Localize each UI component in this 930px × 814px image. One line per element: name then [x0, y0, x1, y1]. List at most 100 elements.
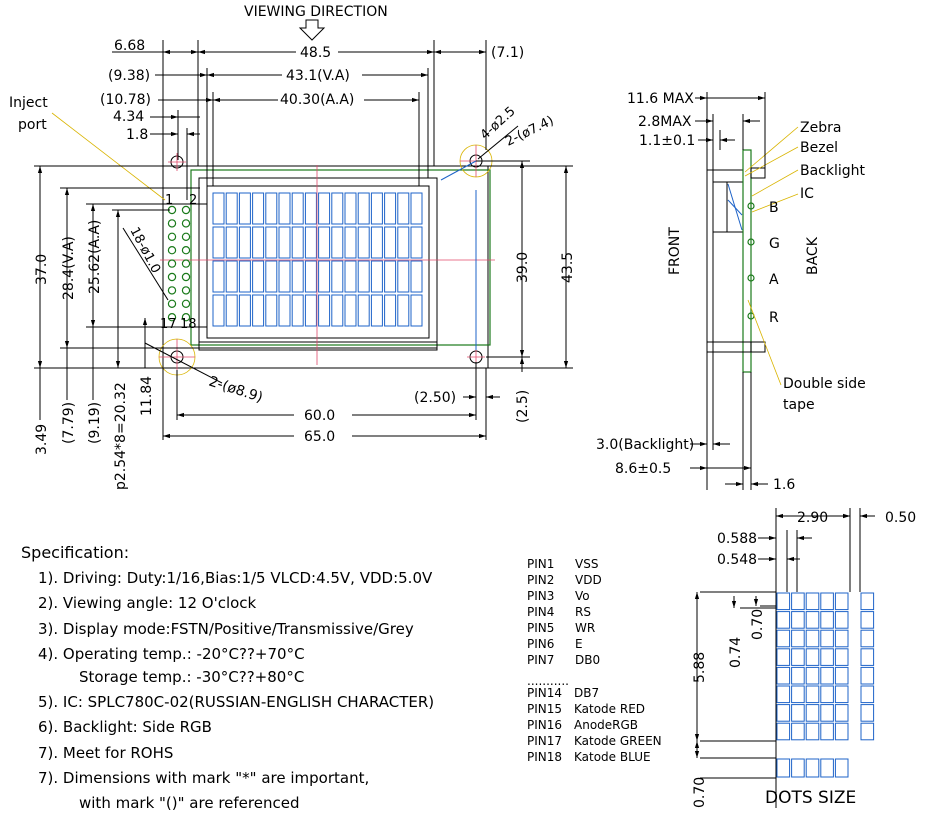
- specification: Specification: 1). Driving: Duty:1/16,Bi…: [21, 543, 434, 812]
- character-grid: [212, 192, 423, 327]
- char-cell: [370, 260, 383, 293]
- pin-hole: [181, 259, 191, 268]
- svg-text:(9.38): (9.38): [108, 68, 150, 84]
- bottom-dimensions: 60.0 65.0: [162, 368, 486, 445]
- char-cell: [252, 192, 265, 225]
- pin-hole: [167, 232, 177, 241]
- pin-signal: E: [575, 637, 583, 651]
- svg-text:(7.1): (7.1): [491, 45, 524, 61]
- side-pcb: [742, 149, 752, 373]
- active-area: [206, 185, 430, 339]
- dot-cell: [791, 648, 805, 666]
- dot-cell: [776, 722, 791, 741]
- char-cell: [212, 260, 225, 293]
- left-dimensions: 37.0 28.4(V.A) 25.62(A.A) 3.49 (7.79) (9…: [34, 165, 207, 490]
- dots-size-title: DOTS SIZE: [765, 788, 856, 808]
- svg-text:5.88: 5.88: [692, 652, 708, 683]
- pin-hole: [181, 299, 191, 308]
- svg-text:3.49: 3.49: [34, 424, 50, 455]
- char-cell: [212, 226, 225, 259]
- pcb-outline: [162, 165, 489, 369]
- pin-signal: Katode GREEN: [574, 734, 662, 748]
- svg-text:18-ø1.0: 18-ø1.0: [126, 225, 163, 276]
- pin-number: PIN15: [527, 702, 562, 716]
- pin-signal: AnodeRGB: [574, 718, 638, 732]
- pin-hole: [181, 232, 191, 241]
- pin-hole: [167, 299, 177, 308]
- pin-signal: RS: [575, 605, 591, 619]
- dot-cell: [860, 704, 875, 722]
- char-cell: [291, 226, 304, 259]
- pin-number: PIN14: [527, 686, 562, 700]
- char-cell: [238, 192, 251, 225]
- dot-cell: [834, 648, 849, 666]
- spec-title: Specification:: [21, 543, 129, 562]
- dot-cell: [860, 722, 875, 741]
- char-cell: [344, 294, 357, 327]
- dot-cell: [820, 611, 834, 629]
- dot-cell: [805, 704, 820, 722]
- svg-text:1: 1: [165, 193, 173, 208]
- svg-text:40.30(A.A): 40.30(A.A): [280, 92, 354, 108]
- char-cell: [384, 260, 397, 293]
- pin-number: PIN18: [527, 750, 562, 764]
- svg-text:(9.19): (9.19): [87, 402, 103, 444]
- char-cell: [238, 260, 251, 293]
- svg-text:FRONT: FRONT: [667, 227, 683, 275]
- char-cell: [252, 226, 265, 259]
- char-cell: [410, 226, 423, 259]
- char-cell: [318, 294, 331, 327]
- pin-signal: Vo: [575, 589, 590, 603]
- bezel-outline: [190, 169, 491, 346]
- svg-text:IC: IC: [800, 186, 814, 202]
- svg-text:0.50: 0.50: [885, 510, 916, 526]
- pin-signal: VDD: [575, 573, 602, 587]
- svg-text:8.6±0.5: 8.6±0.5: [615, 461, 671, 477]
- char-cell: [278, 294, 291, 327]
- svg-text:1.6: 1.6: [773, 477, 795, 493]
- svg-text:0.548: 0.548: [717, 552, 757, 568]
- svg-text:11.84: 11.84: [139, 376, 155, 416]
- svg-text:1.8: 1.8: [126, 127, 148, 143]
- pin-hole: [181, 286, 191, 295]
- spec-line: 6). Backlight: Side RGB: [38, 718, 212, 736]
- svg-text:B: B: [769, 200, 779, 216]
- svg-text:BACK: BACK: [805, 236, 821, 275]
- svg-text:6.68: 6.68: [114, 38, 145, 54]
- spec-line: with mark "()" are referenced: [79, 794, 299, 812]
- dot-cell: [820, 704, 834, 722]
- pin-hole: [181, 313, 191, 322]
- spec-line: 1). Driving: Duty:1/16,Bias:1/5 VLCD:4.5…: [38, 569, 433, 587]
- svg-text:Bezel: Bezel: [800, 140, 838, 156]
- char-cell: [278, 260, 291, 293]
- char-cell: [410, 294, 423, 327]
- svg-text:0.588: 0.588: [717, 531, 757, 547]
- char-cell: [278, 192, 291, 225]
- dot-cell: [834, 722, 849, 741]
- pin-hole: [167, 313, 177, 322]
- viewing-direction-label: VIEWING DIRECTION: [244, 4, 388, 20]
- char-cell: [331, 260, 344, 293]
- char-cell: [265, 192, 278, 225]
- char-cell: [225, 192, 238, 225]
- char-cell: [225, 294, 238, 327]
- char-cell: [344, 226, 357, 259]
- char-cell: [357, 192, 370, 225]
- dot-cell: [834, 685, 849, 704]
- dot-cell: [776, 666, 791, 685]
- char-cell: [278, 226, 291, 259]
- dot-cell: [860, 629, 875, 648]
- dot-cell: [776, 704, 791, 722]
- viewing-direction-arrow-icon: [298, 19, 326, 41]
- dots-size-view: 2.90 0.50 0.588 0.548 5.88 0.74 0.70 0.7…: [692, 508, 916, 808]
- pin-number: PIN7: [527, 653, 554, 667]
- dot-cell: [820, 722, 834, 741]
- cursor-cell: [791, 758, 805, 778]
- svg-text:2-(ø8.9): 2-(ø8.9): [207, 374, 265, 406]
- svg-text:39.0: 39.0: [515, 252, 531, 283]
- cursor-cell: [834, 758, 849, 778]
- pin-hole: [167, 272, 177, 282]
- char-cell: [304, 192, 317, 225]
